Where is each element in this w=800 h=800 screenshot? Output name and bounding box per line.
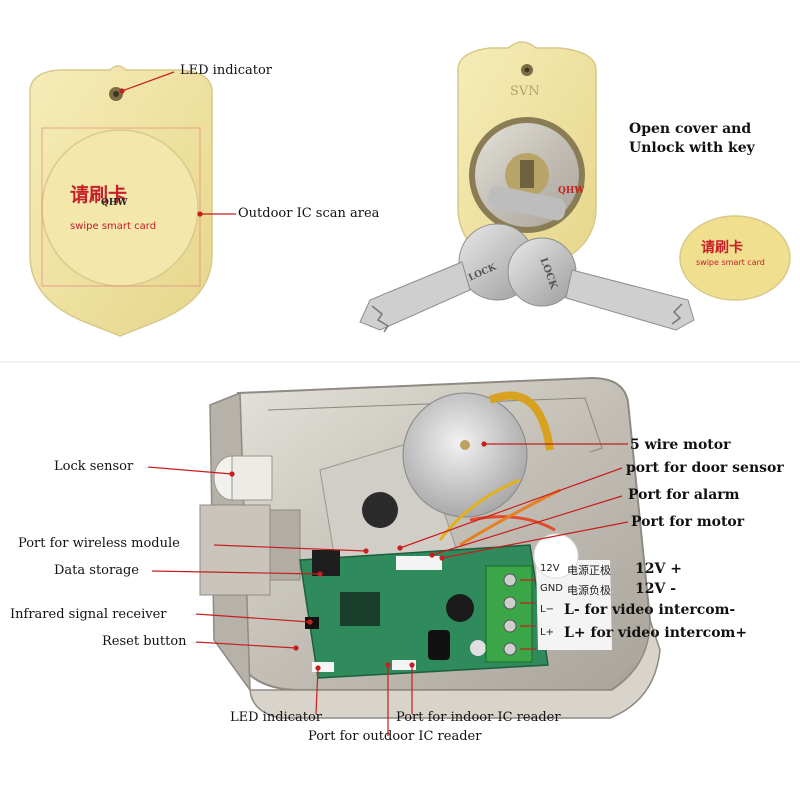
loose-cover-disc — [679, 215, 791, 301]
loose-cover-cn-text: 请刷卡 — [701, 240, 743, 256]
pin-12v: 12V — [540, 563, 560, 574]
card-brand-text: SVN — [510, 84, 540, 99]
label-alarm-port: Port for alarm — [628, 487, 740, 503]
lock-box-illustration — [199, 376, 661, 719]
label-lock-sensor: Lock sensor — [54, 459, 134, 474]
label-l-minus: L- for video intercom- — [564, 602, 736, 618]
scan-area-disc — [41, 129, 199, 287]
label-wireless-port: Port for wireless module — [18, 536, 180, 551]
label-outdoor-scan-area: Outdoor IC scan area — [238, 206, 380, 221]
pin-gnd-cn: 电源负极 — [567, 584, 611, 597]
loose-cover-en-text: swipe smart card — [696, 258, 765, 267]
label-led-indicator-top: LED indicator — [180, 63, 272, 78]
label-door-sensor-port: port for door sensor — [626, 460, 784, 476]
keys-illustration — [359, 185, 695, 333]
buzzer — [446, 594, 474, 622]
watermark-open: QHW — [558, 186, 585, 196]
leader-lines — [119, 71, 629, 736]
pin-12v-cn: 电源正极 — [567, 564, 611, 577]
pin-lminus: L− — [540, 604, 554, 615]
label-motor-port: Port for motor — [631, 514, 745, 530]
label-5-wire-motor: 5 wire motor — [630, 437, 731, 453]
label-reset-button: Reset button — [102, 634, 187, 649]
label-12v-plus: 12V + — [635, 561, 682, 577]
card-open-illustration — [359, 41, 791, 333]
label-data-storage: Data storage — [54, 563, 139, 578]
label-indoor-ic-reader: Port for indoor IC reader — [396, 710, 561, 725]
pin-gnd: GND — [540, 583, 563, 594]
label-infrared-receiver: Infrared signal receiver — [10, 607, 167, 622]
label-12v-minus: 12V - — [635, 581, 677, 597]
label-open-cover-line2: Unlock with key — [629, 140, 755, 156]
data-storage-chip — [312, 550, 340, 576]
card-front-en-text: swipe smart card — [70, 221, 157, 232]
label-outdoor-ic-reader: Port for outdoor IC reader — [308, 729, 482, 744]
label-open-cover-line1: Open cover and — [629, 121, 752, 137]
label-l-plus: L+ for video intercom+ — [564, 625, 748, 641]
card-front-illustration — [29, 65, 213, 337]
watermark-front: QHW — [101, 198, 128, 208]
label-led-indicator-bottom: LED indicator — [230, 710, 322, 725]
card-front-cn-text: 请刷卡 — [70, 184, 128, 206]
pin-lplus: L+ — [540, 627, 554, 638]
